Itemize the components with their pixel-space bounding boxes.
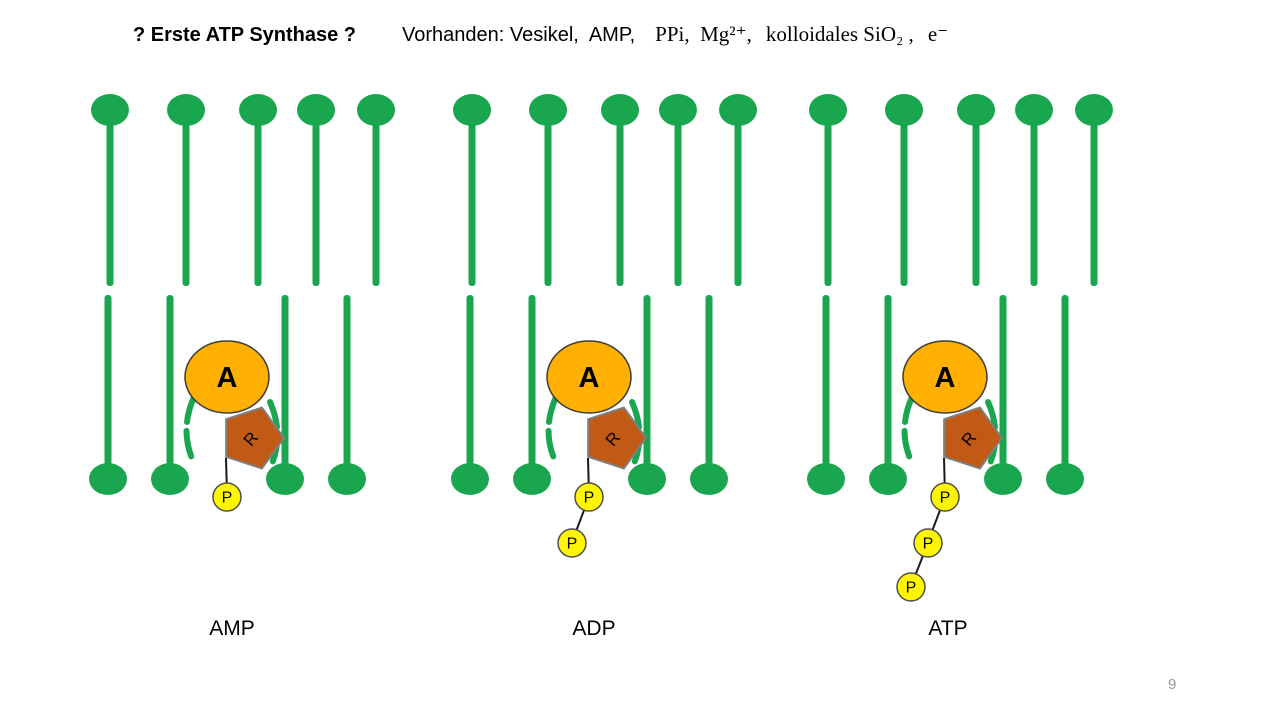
lipid-top [357, 94, 395, 286]
lipid-top [601, 94, 639, 286]
molecule-name-atp: ATP [928, 617, 968, 640]
page-number: 9 [1168, 676, 1177, 693]
lipid-bottom [451, 295, 489, 495]
lipid-bottom [328, 295, 366, 495]
title-sio2: kolloidales SiO₂ , [765, 22, 914, 46]
lipid-bottom [869, 295, 907, 495]
phosphate-label: P [940, 490, 951, 507]
title-electron: e⁻ [927, 22, 949, 46]
ribose-shape [943, 406, 1004, 470]
adenine-label: A [579, 362, 600, 394]
lipid-bottom [984, 295, 1022, 495]
lipid-top [809, 94, 847, 286]
lipid-bottom [628, 295, 666, 495]
lipid-bottom [266, 295, 304, 495]
lipid-top [719, 94, 757, 286]
bent-tail-left-icon [905, 397, 913, 463]
lipid-bottom [1046, 295, 1084, 495]
lipid-bottom [151, 295, 189, 495]
phosphate-label: P [906, 580, 917, 597]
lipid-bottom [89, 295, 127, 495]
lipid-bottom [690, 295, 728, 495]
slide-title-row: ? Erste ATP Synthase ? Vorhanden: Vesike… [133, 22, 962, 47]
molecule-name-amp: AMP [209, 617, 255, 640]
phosphate-shape [212, 482, 242, 512]
lipid-top [1015, 94, 1053, 286]
lipid-top [529, 94, 567, 286]
bent-tail-left-icon [549, 397, 557, 463]
adenine-shape [184, 340, 270, 414]
phosphate-shape [574, 482, 604, 512]
adenine-shape [902, 340, 988, 414]
phosphate-label: P [222, 490, 233, 507]
lipid-top [453, 94, 491, 286]
ribose-shape [587, 406, 648, 470]
phosphate-shape [896, 572, 926, 602]
title-vorhanden: Vorhanden: Vesikel, AMP, [402, 24, 636, 46]
phosphate-label: P [923, 536, 934, 553]
adenine-label: A [217, 362, 238, 394]
molecule-adp: A R P P [546, 340, 648, 558]
adenine-label: A [935, 362, 956, 394]
molecule-atp: A R P P P [896, 340, 1004, 602]
molecule-amp: A R P [184, 340, 286, 512]
phosphate-shape [557, 528, 587, 558]
title-ppi-mg: PPi, Mg²⁺, [655, 22, 752, 46]
lipid-top [1075, 94, 1113, 286]
ribose-shape [225, 406, 286, 470]
adenine-shape [546, 340, 632, 414]
phosphate-shape [930, 482, 960, 512]
lipid-top [957, 94, 995, 286]
lipid-bottom [513, 295, 551, 495]
phosphate-label: P [584, 490, 595, 507]
title-question: ? Erste ATP Synthase ? [133, 24, 357, 46]
lipid-top [885, 94, 923, 286]
phosphate-label: P [567, 536, 578, 553]
lipid-top [659, 94, 697, 286]
lipid-bottom [807, 295, 845, 495]
lipid-top [297, 94, 335, 286]
phosphate-shape [913, 528, 943, 558]
lipid-top [167, 94, 205, 286]
molecule-name-adp: ADP [572, 617, 616, 640]
bent-tail-left-icon [187, 397, 195, 463]
lipid-top [91, 94, 129, 286]
lipid-top [239, 94, 277, 286]
